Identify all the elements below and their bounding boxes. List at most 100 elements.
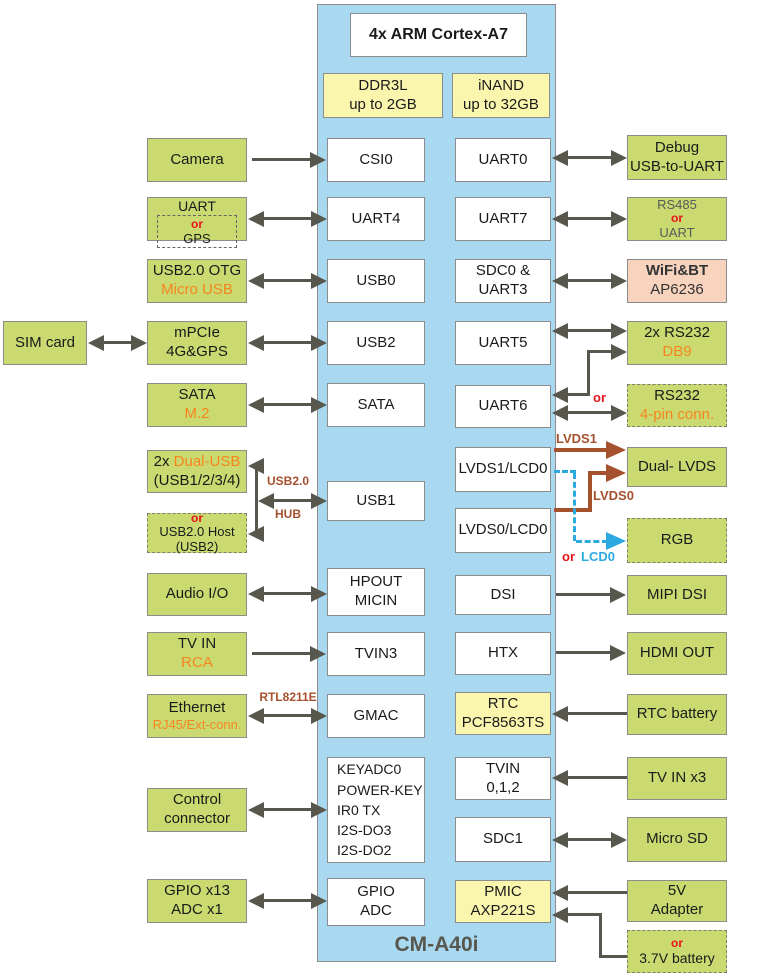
arrow-head-right [311,397,327,413]
arrow-head-right [611,323,627,339]
bus-line [588,471,592,512]
uart4-port: UART4 [327,197,425,241]
arrow-head-right [611,273,627,289]
arrow-line [566,411,614,414]
connector-line [599,913,602,958]
arrow-head-right [611,211,627,227]
connector-line [566,913,602,916]
arrow-line [566,891,627,894]
sata-port: SATA [327,383,425,427]
arrow-head-right [311,273,327,289]
arrow-line [556,593,610,596]
arrow-head-left [552,150,568,166]
arrow-line [262,808,314,811]
arrow-head-left [248,708,264,724]
connector-line [566,393,590,396]
connector-line [255,465,258,535]
rtc-battery-box: RTC battery [627,694,727,735]
arrow-head-left [552,907,568,923]
or-label: or [593,390,606,405]
arrow-head-right [611,832,627,848]
arrow-line [556,651,610,654]
arrow-head-right [611,405,627,421]
arrow-head-left [552,405,568,421]
sim-card-box: SIM card [3,321,87,365]
dashed-line [573,473,576,541]
hdmi-out-box: HDMI OUT [627,632,727,675]
arrow-head-right [606,441,626,459]
csi0-port: CSI0 [327,138,425,182]
lcd0-label: LCD0 [581,549,615,564]
audio-box: Audio I/O [147,573,247,616]
rgb-box: RGB [627,518,727,563]
arrow-head-left [248,273,264,289]
uart7-port: UART7 [455,197,551,241]
arrow-head-right [311,802,327,818]
arrow-head-left [552,706,568,722]
arrow-head-right [311,493,327,509]
lvds0-port: LVDS0/LCD0 [455,508,551,553]
lvds0-label: LVDS0 [593,488,634,503]
arrow-head-left [248,397,264,413]
arrow-head-right [606,464,626,482]
sdc0-port: SDC0 &UART3 [455,259,551,303]
usb2-port: USB2 [327,321,425,365]
dsi-port: DSI [455,575,551,615]
arrow-head-right [610,645,626,661]
arrow-head-left [552,832,568,848]
arrow-line [566,156,614,159]
dashed-line [576,540,608,543]
arrow-head-right [310,646,326,662]
micro-sd-box: Micro SD [627,817,727,862]
arrow-line [262,217,314,220]
lvds1-port: LVDS1/LCD0 [455,447,551,492]
bus-line [554,448,608,452]
usb-host-box: or USB2.0 Host (USB2) [147,511,247,553]
hub-bus-label: HUB [275,507,301,521]
keyadc-port: KEYADC0 POWER-KEY IR0 TX I2S-DO3 I2S-DO2 [327,757,425,863]
dashed-line [554,470,576,473]
arrow-head-left [552,273,568,289]
arrow-line [252,158,310,161]
arrow-head-right [610,587,626,603]
usb0-port: USB0 [327,259,425,303]
arrow-line [252,652,310,655]
usb1-port: USB1 [327,481,425,521]
arrow-line [566,329,614,332]
arrow-head-left [248,335,264,351]
arrow-head-left [552,387,568,403]
arrow-line [566,279,614,282]
tvin3-port: TVIN3 [327,632,425,676]
arrow-line [272,499,312,502]
arrow-head-right [311,335,327,351]
arrow-head-left [552,211,568,227]
arrow-line [566,217,614,220]
mipi-dsi-box: MIPI DSI [627,575,727,615]
arrow-line [566,712,627,715]
arrow-head-right [606,532,626,550]
uart0-port: UART0 [455,138,551,182]
arrow-head-right [311,893,327,909]
arrow-head-right [311,211,327,227]
arrow-line [566,838,614,841]
arrow-line [262,899,314,902]
bus-line [588,471,608,475]
connector-line [587,352,590,396]
connector-line [587,350,613,353]
arrow-head-left [248,893,264,909]
